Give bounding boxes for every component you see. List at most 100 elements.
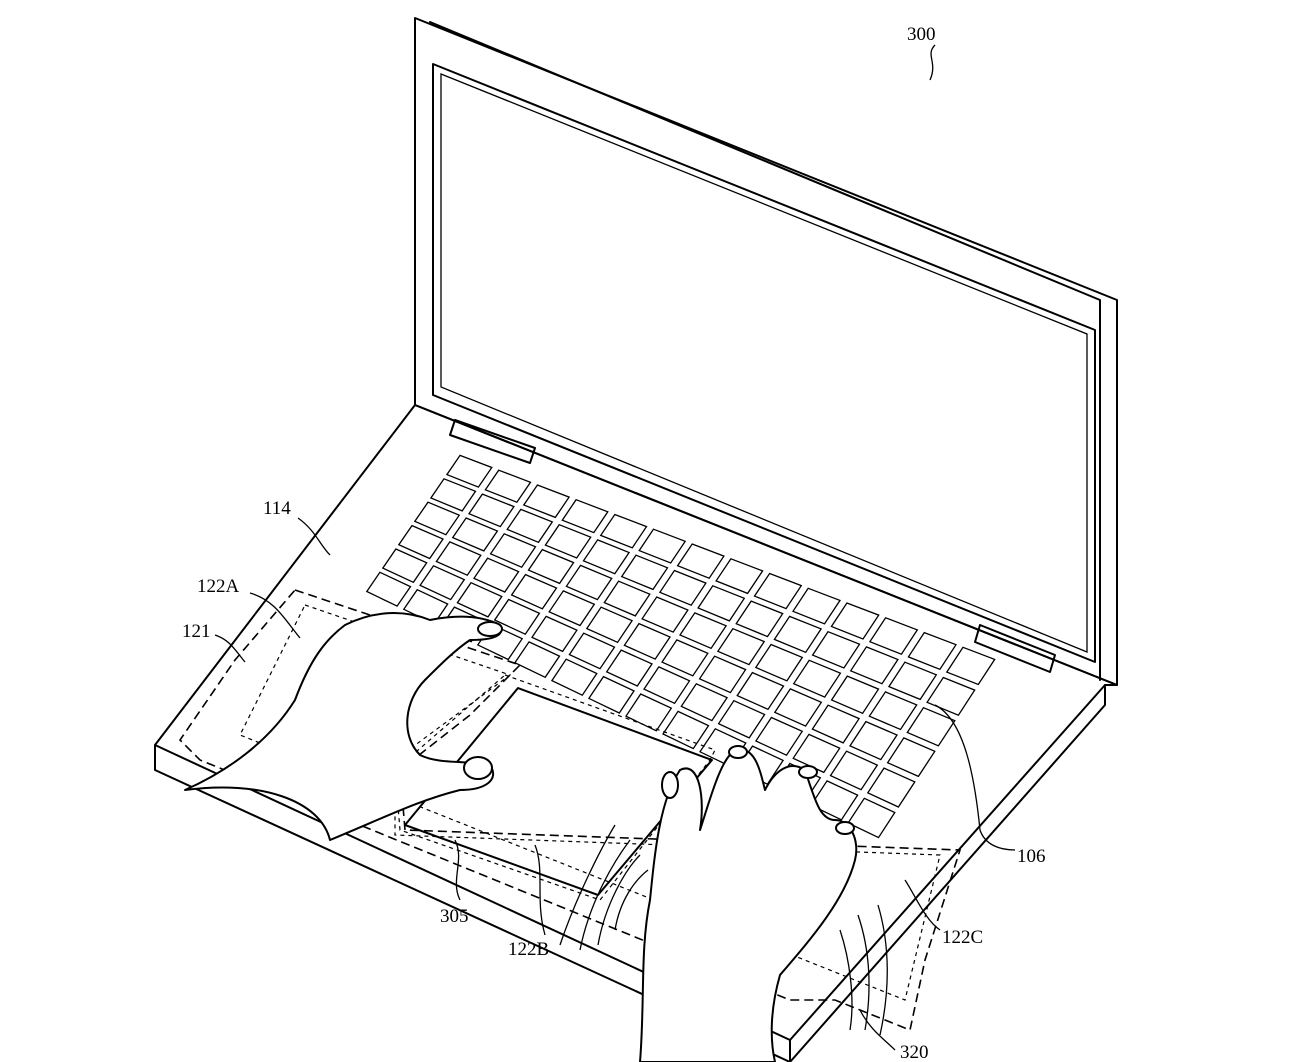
keyboard-key — [698, 655, 747, 694]
keyboard-key — [680, 682, 729, 722]
keyboard-key — [413, 501, 461, 536]
keyboard-key — [811, 630, 861, 669]
left-index-nail — [477, 621, 503, 637]
keyboard-key — [435, 541, 482, 577]
display-lid — [414, 17, 1118, 686]
keyboard-key — [773, 615, 823, 654]
keyboard-key — [445, 454, 493, 488]
input-region-121 — [178, 589, 962, 1032]
vibration-arcs-center — [559, 824, 649, 951]
keyboard-key — [623, 622, 671, 660]
keyboard-key — [473, 557, 520, 593]
keyboard-key — [484, 469, 532, 503]
keyboard-key — [568, 632, 616, 670]
label-114: 114 — [263, 498, 291, 519]
keyboard-key — [754, 716, 804, 757]
keyboard-key — [754, 643, 804, 682]
keyboard-key — [620, 554, 669, 591]
keyboard-key — [585, 606, 634, 644]
keyboard-key — [849, 646, 899, 685]
keyboard-key — [830, 675, 880, 715]
keyboard-key — [847, 797, 896, 839]
keyboard-key — [829, 750, 879, 791]
leader-lines — [214, 44, 1016, 1051]
keyboard-key — [397, 524, 444, 560]
keyboard-key — [513, 641, 561, 679]
vibration-arcs-right — [839, 904, 888, 1036]
keyboard-key — [661, 639, 709, 677]
keyboard-key — [697, 585, 746, 622]
keyboard-key — [561, 498, 609, 534]
keyboard-key — [945, 646, 996, 686]
keyboard-key — [419, 564, 466, 601]
keyboard-key — [753, 572, 803, 610]
keyboard-key — [679, 612, 728, 650]
hinge-right — [974, 624, 1056, 673]
keyboard-key — [736, 671, 785, 711]
base-front-edge — [154, 744, 791, 1062]
lid-edge — [429, 21, 1101, 681]
keyboard-key — [638, 528, 687, 564]
keyboard-key — [365, 571, 412, 607]
keyboard-key — [587, 675, 635, 714]
keyboard-key — [716, 627, 766, 666]
right-thumb-nail — [661, 771, 679, 799]
keyboard-key — [792, 587, 841, 625]
label-106: 106 — [1017, 846, 1046, 867]
lid-outer — [414, 17, 1118, 686]
left-hand-outline — [184, 612, 503, 841]
label-305: 305 — [440, 906, 469, 927]
right-ring-nail — [798, 765, 818, 779]
screen — [440, 73, 1088, 653]
keyboard-key — [868, 617, 919, 655]
label-320: 320 — [900, 1042, 929, 1062]
left-hand — [184, 612, 503, 841]
keyboard-key — [773, 688, 823, 727]
label-122c: 122C — [942, 927, 983, 948]
right-hand — [639, 745, 858, 1062]
keyboard-key — [548, 590, 596, 627]
hinge-left — [449, 419, 536, 464]
keyboard-key — [830, 602, 880, 640]
keyboard-key — [662, 710, 710, 750]
keyboard — [365, 454, 996, 839]
keyboard-key — [658, 569, 707, 607]
left-thumb-nail — [463, 756, 493, 780]
right-pinky-nail — [835, 821, 855, 835]
keyboard-key — [451, 517, 499, 552]
keyboard-key — [544, 523, 592, 559]
keyboard-key — [599, 513, 648, 549]
keyboard-key — [792, 733, 841, 774]
keyboard-key — [641, 596, 689, 633]
keyboard-key — [792, 659, 842, 698]
keyboard-key — [866, 767, 916, 808]
keyboard-key — [907, 631, 957, 671]
keyboard-key — [643, 666, 691, 705]
label-121: 121 — [182, 621, 211, 642]
keyboard-key — [550, 658, 598, 697]
keyboard-key — [381, 548, 428, 584]
screen-bezel — [432, 63, 1096, 663]
keyboard-key — [603, 580, 651, 617]
base-side-edge — [789, 684, 1106, 1062]
top-case-surface — [154, 404, 1118, 1041]
keyboard-key — [489, 532, 537, 569]
keyboard-key — [625, 693, 673, 732]
keyboard-key — [429, 478, 477, 512]
label-300: 300 — [907, 24, 936, 45]
keyboard-key — [522, 484, 571, 519]
right-hand-outline — [639, 748, 858, 1062]
keyboard-key — [849, 720, 898, 761]
right-index-nail — [728, 745, 748, 759]
keyboard-key — [493, 598, 541, 636]
keyboard-key — [715, 558, 764, 595]
keyboard-key — [531, 615, 578, 653]
label-122b: 122B — [508, 939, 549, 960]
keyboard-key — [811, 704, 861, 744]
keyboard-key — [468, 493, 515, 528]
keyboard-key — [506, 508, 554, 544]
keyboard-key — [868, 691, 918, 731]
keyboard-key — [510, 573, 558, 610]
keyboard-key — [605, 649, 653, 687]
